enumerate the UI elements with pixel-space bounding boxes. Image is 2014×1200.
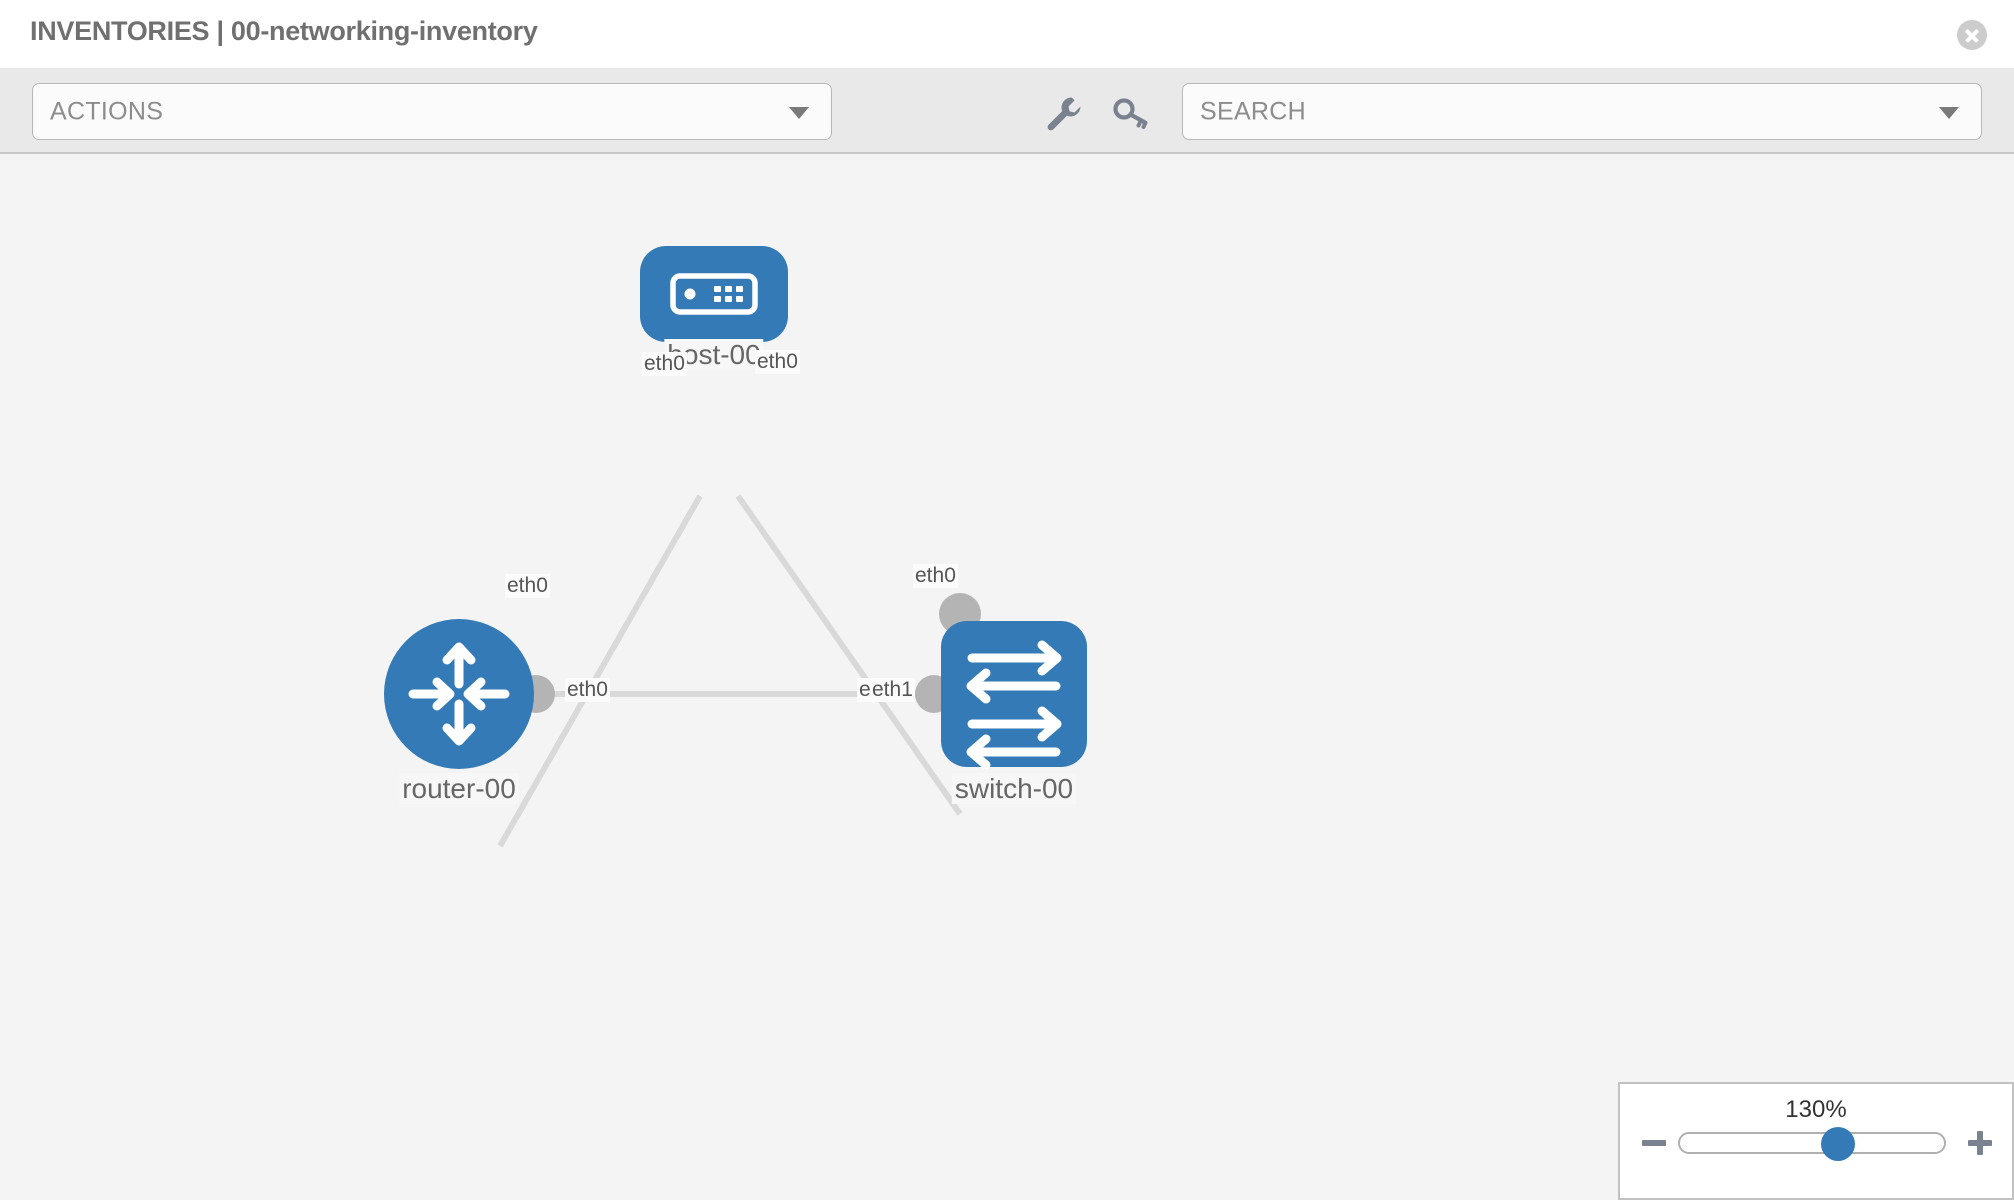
zoom-percent-label: 130% [1785,1096,1847,1123]
edge-host00-switch00[interactable] [735,494,963,816]
chevron-down-icon [1939,106,1959,119]
iface-label-switch00-eth0-uplink: eth0 [913,564,958,589]
iface-label-router00-eth0-uplink: eth0 [505,574,550,599]
iface-label-host00-eth0-left: eth0 [642,352,687,377]
node-label-router-00: router-00 [399,773,519,805]
actions-dropdown[interactable]: ACTIONS [32,83,832,140]
topology-graph [384,246,1087,848]
iface-label-router00-eth0: eth0 [565,678,610,703]
search-placeholder-label: SEARCH [1200,97,1306,125]
node-switch-00[interactable] [941,621,1087,770]
server-appliance-icon [670,273,758,315]
toolbar: ACTIONS SEARCH [0,68,2014,154]
zoom-slider-thumb[interactable] [1821,1127,1856,1161]
edge-host00-router00[interactable] [497,494,703,848]
node-label-switch-00: switch-00 [951,773,1077,805]
zoom-control-panel: 130% [1618,1082,2014,1200]
zoom-slider[interactable] [1678,1127,1946,1161]
node-host-00[interactable] [640,246,788,342]
close-icon[interactable] [1957,20,1987,50]
iface-label-switch00-eth1: eth1 [870,678,915,703]
key-icon[interactable] [1110,92,1152,134]
zoom-out-button[interactable] [1640,1128,1668,1156]
node-router-00[interactable] [384,619,534,769]
page-header: INVENTORIES | 00-networking-inventory [0,0,2014,68]
chevron-down-icon [789,106,809,119]
router-arrows-icon [408,642,510,746]
port-group [517,322,981,713]
zoom-in-button[interactable] [1966,1128,1994,1156]
actions-dropdown-label: ACTIONS [50,97,164,125]
edge-group [497,494,963,848]
topology-canvas[interactable]: host-00 router-00 switch-00 eth0 eth0 et… [0,156,2014,1200]
page-title: INVENTORIES | 00-networking-inventory [30,16,538,46]
wrench-icon[interactable] [1042,92,1084,134]
switch-arrows-icon [966,640,1062,770]
search-input[interactable]: SEARCH [1182,83,1982,140]
iface-label-host00-eth0-right: eth0 [755,350,800,375]
